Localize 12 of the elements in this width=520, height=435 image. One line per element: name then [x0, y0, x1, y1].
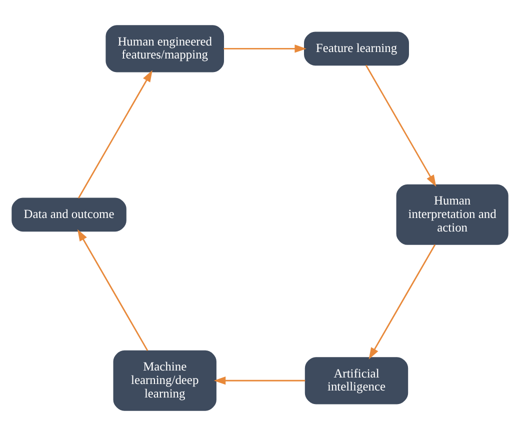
arrow: [214, 376, 306, 384]
node-box: Machine learning/deep learning: [113, 350, 216, 410]
arrow: [224, 44, 306, 52]
arrow: [78, 70, 152, 198]
node-box: Data and outcome: [12, 197, 126, 232]
arrow: [77, 228, 148, 350]
node-box: Artificial intelligence: [304, 356, 408, 404]
arrow: [368, 244, 436, 359]
node-box: Feature learning: [304, 31, 409, 66]
node-box: Human interpretation and action: [396, 184, 508, 244]
node-box: Human engineered features/mapping: [106, 24, 224, 72]
arrow: [365, 64, 436, 186]
